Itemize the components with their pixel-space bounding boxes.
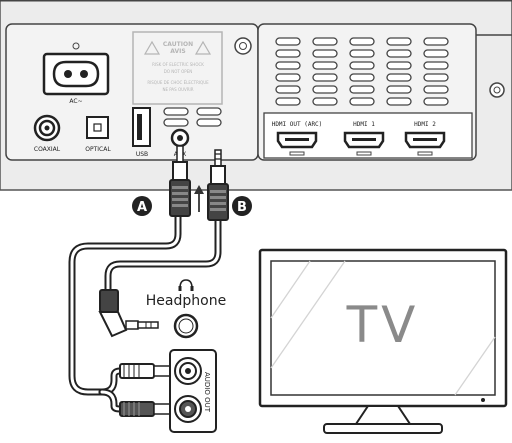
headphone-plug bbox=[98, 289, 159, 338]
audio-out-panel: AUDIO OUT bbox=[169, 349, 217, 433]
ventilation-grille bbox=[275, 37, 449, 106]
coaxial-port[interactable] bbox=[33, 114, 61, 142]
tv bbox=[258, 248, 508, 434]
hdmi-label: HDMI OUT (ARC) bbox=[272, 121, 323, 128]
rca-jack-red[interactable] bbox=[174, 395, 202, 423]
caution-title-line: CAUTION bbox=[163, 41, 193, 48]
caution-body-line: RISQUE DE CHOC ÉLECTRIQUE bbox=[147, 80, 209, 85]
caution-body-line: NE PAS OUVRIR bbox=[162, 87, 193, 92]
hdmi-label: HDMI 1 bbox=[353, 121, 375, 128]
caution-body-line: RISK OF ELECTRIC SHOCK bbox=[152, 62, 204, 67]
ac-label: AC~ bbox=[69, 98, 82, 105]
hdmi-1-port[interactable] bbox=[343, 131, 385, 156]
soundbar-back-panel: AC~ CAUTION AVIS RISK OF ELECTRIC SHOCK … bbox=[0, 0, 512, 191]
ac-power-socket[interactable] bbox=[42, 52, 110, 96]
warning-triangle-icon bbox=[143, 40, 161, 55]
svg-text:B: B bbox=[237, 200, 247, 215]
screw-icon bbox=[489, 82, 505, 98]
small-vents bbox=[163, 107, 222, 127]
headphone-label: Headphone bbox=[146, 293, 226, 309]
caution-label: CAUTION AVIS RISK OF ELECTRIC SHOCK DO N… bbox=[132, 31, 223, 105]
audio-out-label: AUDIO OUT bbox=[203, 372, 211, 413]
optical-label: OPTICAL bbox=[85, 146, 111, 153]
plug-b bbox=[207, 149, 229, 221]
warning-triangle-icon bbox=[194, 40, 212, 55]
hdmi-out-arc-port[interactable] bbox=[276, 131, 318, 156]
rca-jack-white[interactable] bbox=[174, 357, 202, 385]
aux-port[interactable] bbox=[170, 128, 190, 148]
plug-a bbox=[169, 145, 191, 217]
rca-plug-red bbox=[119, 401, 177, 417]
optical-port[interactable] bbox=[86, 116, 109, 139]
audio-cable bbox=[68, 206, 222, 413]
usb-port[interactable] bbox=[132, 107, 151, 147]
coaxial-label: COAXIAL bbox=[34, 146, 61, 153]
screw-icon bbox=[234, 37, 252, 55]
arrow-up-icon bbox=[194, 185, 204, 212]
headphone-icon bbox=[178, 279, 194, 291]
hdmi-2-port[interactable] bbox=[404, 131, 446, 156]
svg-text:A: A bbox=[137, 200, 147, 215]
marker-b: B bbox=[232, 196, 252, 216]
hdmi-label: HDMI 2 bbox=[414, 121, 436, 128]
tv-label: TV bbox=[346, 296, 420, 354]
caution-body-line: DO NOT OPEN bbox=[164, 69, 192, 74]
usb-label: USB bbox=[136, 151, 148, 158]
headphone-jack[interactable] bbox=[173, 313, 199, 339]
rca-plug-white bbox=[119, 363, 177, 379]
marker-a: A bbox=[132, 196, 152, 216]
caution-title-line: AVIS bbox=[170, 48, 185, 55]
